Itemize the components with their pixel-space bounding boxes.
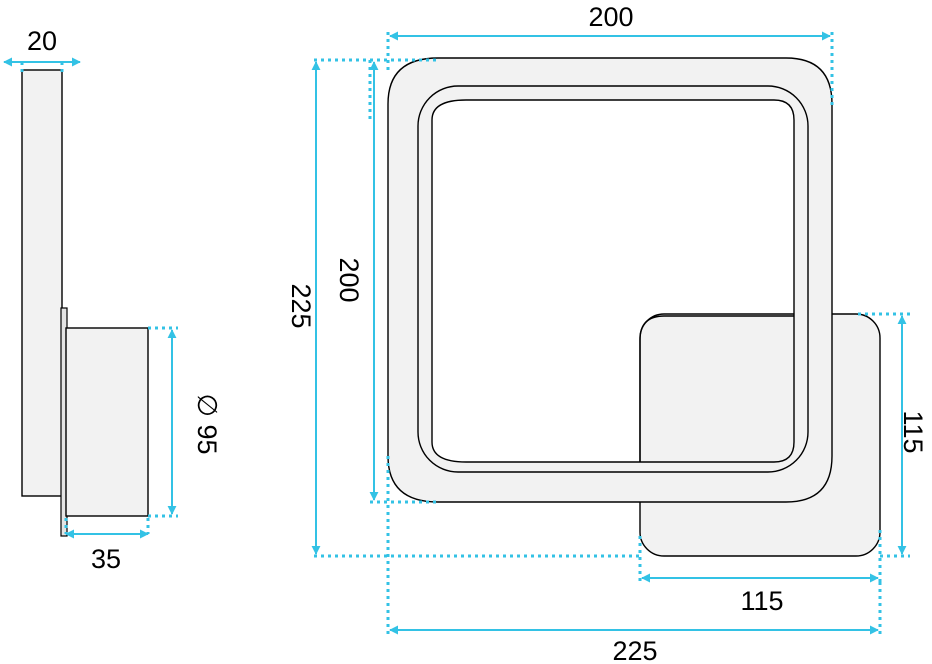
- side-view: 20 35 ∅ 95: [3, 26, 222, 574]
- side-bottom-dim-label: 35: [91, 544, 121, 574]
- side-ring-profile: [21, 69, 63, 497]
- front-ring-groove: [417, 85, 809, 473]
- front-ring-body: [387, 57, 833, 503]
- front-base-plate: [639, 313, 881, 557]
- front-base-inner-edge: [639, 315, 794, 462]
- side-top-dim-label: 20: [27, 26, 57, 56]
- side-dia-dim-label: ∅ 95: [192, 393, 222, 454]
- front-view: 200 225 200 115 115 225: [286, 2, 928, 664]
- total-width-dim-label: 225: [612, 636, 657, 664]
- side-base-box: [65, 327, 149, 517]
- top-width-dim-label: 200: [588, 2, 633, 32]
- inner-height-dim-label: 200: [334, 257, 364, 302]
- total-height-dim-label: 225: [286, 283, 316, 328]
- base-width-dim-label: 115: [740, 586, 783, 616]
- base-height-dim-label: 115: [898, 410, 928, 453]
